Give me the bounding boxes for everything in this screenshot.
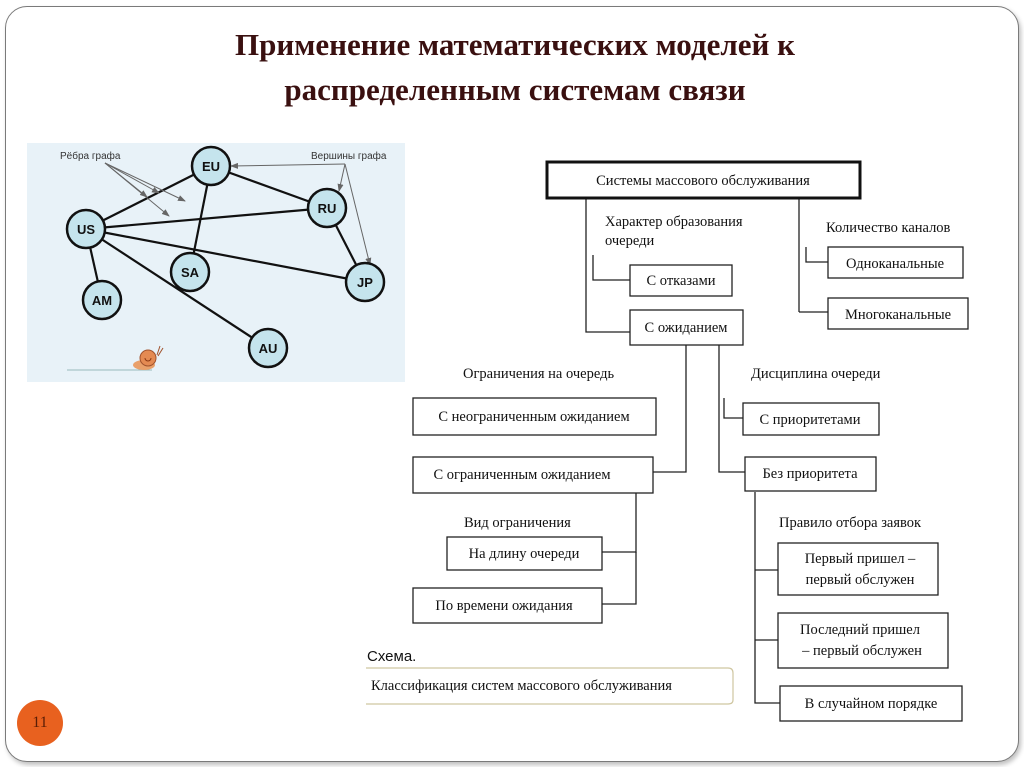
multi-channel-label: Многоканальные (845, 307, 951, 323)
limited-waiting-label: С ограниченным ожиданием (433, 467, 610, 483)
lifo-label-line1: Последний пришел (800, 622, 920, 638)
channel-count-label: Количество каналов (826, 220, 951, 236)
by-waiting-time-box: По времени ожидания (412, 587, 603, 624)
single-channel-box: Одноканальные (827, 246, 964, 279)
fifo-label-line1: Первый пришел – (805, 551, 916, 567)
queue-formation-label-line2: очереди (605, 233, 654, 249)
graph-nodes: EU RU US SA JP AM AU (65, 145, 386, 369)
label-graph-edges: Рёбра графа (60, 150, 121, 162)
root-label: Системы массового обслуживания (596, 173, 810, 189)
scheme-connectors (585, 197, 828, 704)
edge-us-eu (85, 165, 212, 230)
queue-formation-label-line1: Характер образования (605, 214, 743, 230)
caption-text: Классификация систем массового обслужива… (371, 678, 672, 694)
without-priority-label: Без приоритета (762, 466, 858, 482)
unlimited-waiting-box: С неограниченным ожиданием (412, 397, 657, 436)
with-waiting-label: С ожиданием (645, 320, 728, 336)
by-waiting-time-label: По времени ожидания (435, 598, 573, 614)
edge-eu-ru (210, 164, 328, 210)
network-graph-panel: EU RU US SA JP AM AU Рёбра графа Вершины… (27, 143, 405, 382)
lifo-label-line2: – первый обслужен (801, 643, 922, 659)
limited-waiting-box: С ограниченным ожиданием (412, 456, 654, 494)
node-jp: JP (344, 261, 386, 303)
node-ru: RU (306, 187, 348, 229)
title-line-2: распределенным системам связи (284, 72, 746, 107)
node-au-label: AU (259, 341, 278, 356)
lifo-box: Последний пришел – первый обслужен (777, 612, 949, 669)
label-graph-vertices: Вершины графа (311, 150, 387, 162)
slide-title: Применение математических моделей к расп… (80, 22, 950, 112)
by-queue-length-label: На длину очереди (469, 546, 580, 562)
caption-label: Схема. (367, 648, 416, 665)
node-eu: EU (190, 145, 232, 187)
random-order-box: В случайном порядке (779, 685, 963, 722)
page-number-badge: 11 (17, 700, 63, 746)
without-priority-box: Без приоритета (744, 456, 877, 492)
node-ru-label: RU (318, 201, 337, 216)
node-sa: SA (169, 251, 211, 293)
queue-discipline-label: Дисциплина очереди (751, 366, 881, 382)
unlimited-waiting-label: С неограниченным ожиданием (438, 409, 629, 425)
with-priorities-label: С приоритетами (760, 412, 861, 428)
title-line-1: Применение математических моделей к (235, 27, 795, 62)
with-waiting-box: С ожиданием (629, 309, 744, 346)
page-number: 11 (32, 714, 48, 731)
annotation-arrows (104, 162, 372, 266)
with-refusals-box: С отказами (629, 264, 733, 297)
fifo-box: Первый пришел – первый обслужен (777, 542, 939, 596)
selection-rule-label: Правило отбора заявок (779, 515, 922, 531)
node-us: US (65, 208, 107, 250)
fifo-label-line2: первый обслужен (806, 572, 915, 588)
node-us-label: US (77, 222, 95, 237)
queue-limits-label: Ограничения на очередь (463, 366, 614, 382)
limit-type-label: Вид ограничения (464, 515, 571, 531)
random-order-label: В случайном порядке (805, 696, 938, 712)
node-am: AM (81, 279, 123, 321)
node-au: AU (247, 327, 289, 369)
root-box: Системы массового обслуживания (545, 160, 862, 200)
node-am-label: AM (92, 293, 112, 308)
edge-us-jp (85, 227, 366, 284)
node-sa-label: SA (181, 265, 200, 280)
multi-channel-box: Многоканальные (827, 297, 969, 330)
node-jp-label: JP (357, 275, 373, 290)
edge-us-au (85, 228, 269, 349)
node-eu-label: EU (202, 159, 220, 174)
network-graph: EU RU US SA JP AM AU Рёбра графа Вершины… (60, 145, 387, 371)
by-queue-length-box: На длину очереди (446, 536, 603, 571)
snail-icon (67, 345, 164, 371)
single-channel-label: Одноканальные (846, 256, 944, 272)
with-refusals-label: С отказами (646, 273, 715, 289)
caption-bracket (366, 667, 734, 705)
with-priorities-box: С приоритетами (742, 402, 880, 436)
edge-us-ru (85, 206, 328, 231)
